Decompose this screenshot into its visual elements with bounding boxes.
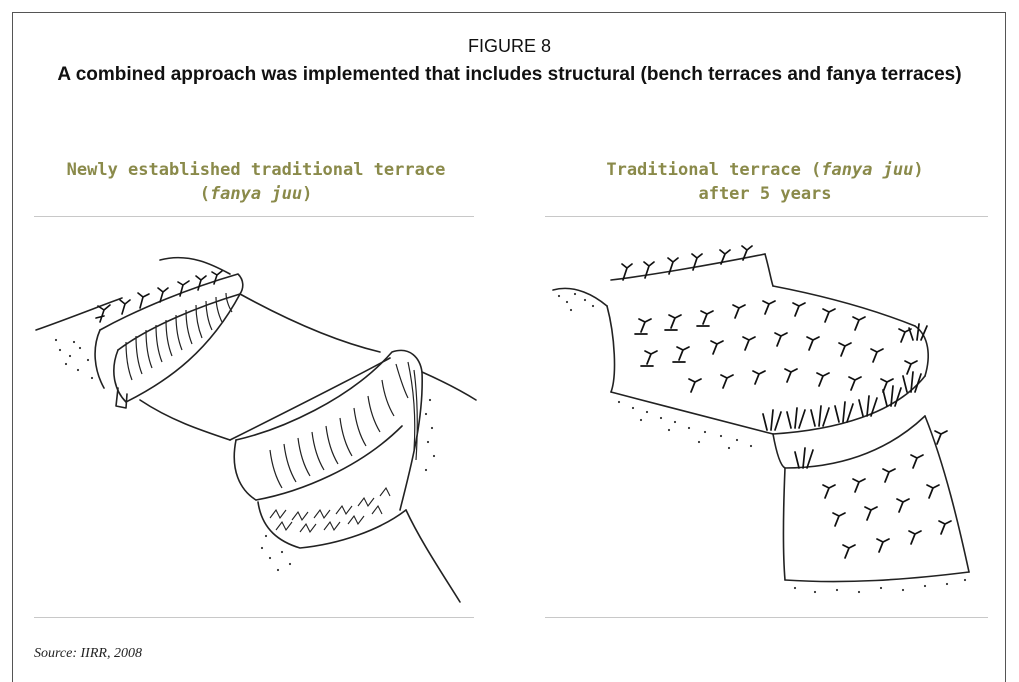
figure-label: FIGURE 8 bbox=[0, 36, 1019, 57]
terrace-after-5-years-illustration bbox=[545, 236, 990, 608]
new-terrace-illustration bbox=[30, 230, 480, 610]
left-panel-title: Newly established traditional terrace (f… bbox=[36, 158, 476, 206]
source-citation: Source: IIRR, 2008 bbox=[34, 646, 142, 662]
figure-title: A combined approach was implemented that… bbox=[18, 62, 1001, 87]
right-bottom-rule bbox=[545, 617, 988, 618]
left-panel-title-line2: (fanya juu) bbox=[36, 182, 476, 206]
left-panel-title-line1: Newly established traditional terrace bbox=[36, 158, 476, 182]
left-panel-title-italic: fanya juu bbox=[210, 184, 302, 204]
right-panel-title-line1: Traditional terrace (fanya juu) bbox=[545, 158, 985, 182]
left-bottom-rule bbox=[34, 617, 474, 618]
left-top-rule bbox=[34, 216, 474, 217]
right-top-rule bbox=[545, 216, 988, 217]
right-panel-title-italic: fanya juu bbox=[821, 160, 913, 180]
right-panel-title-line2: after 5 years bbox=[545, 182, 985, 206]
right-panel-title: Traditional terrace (fanya juu) after 5 … bbox=[545, 158, 985, 206]
